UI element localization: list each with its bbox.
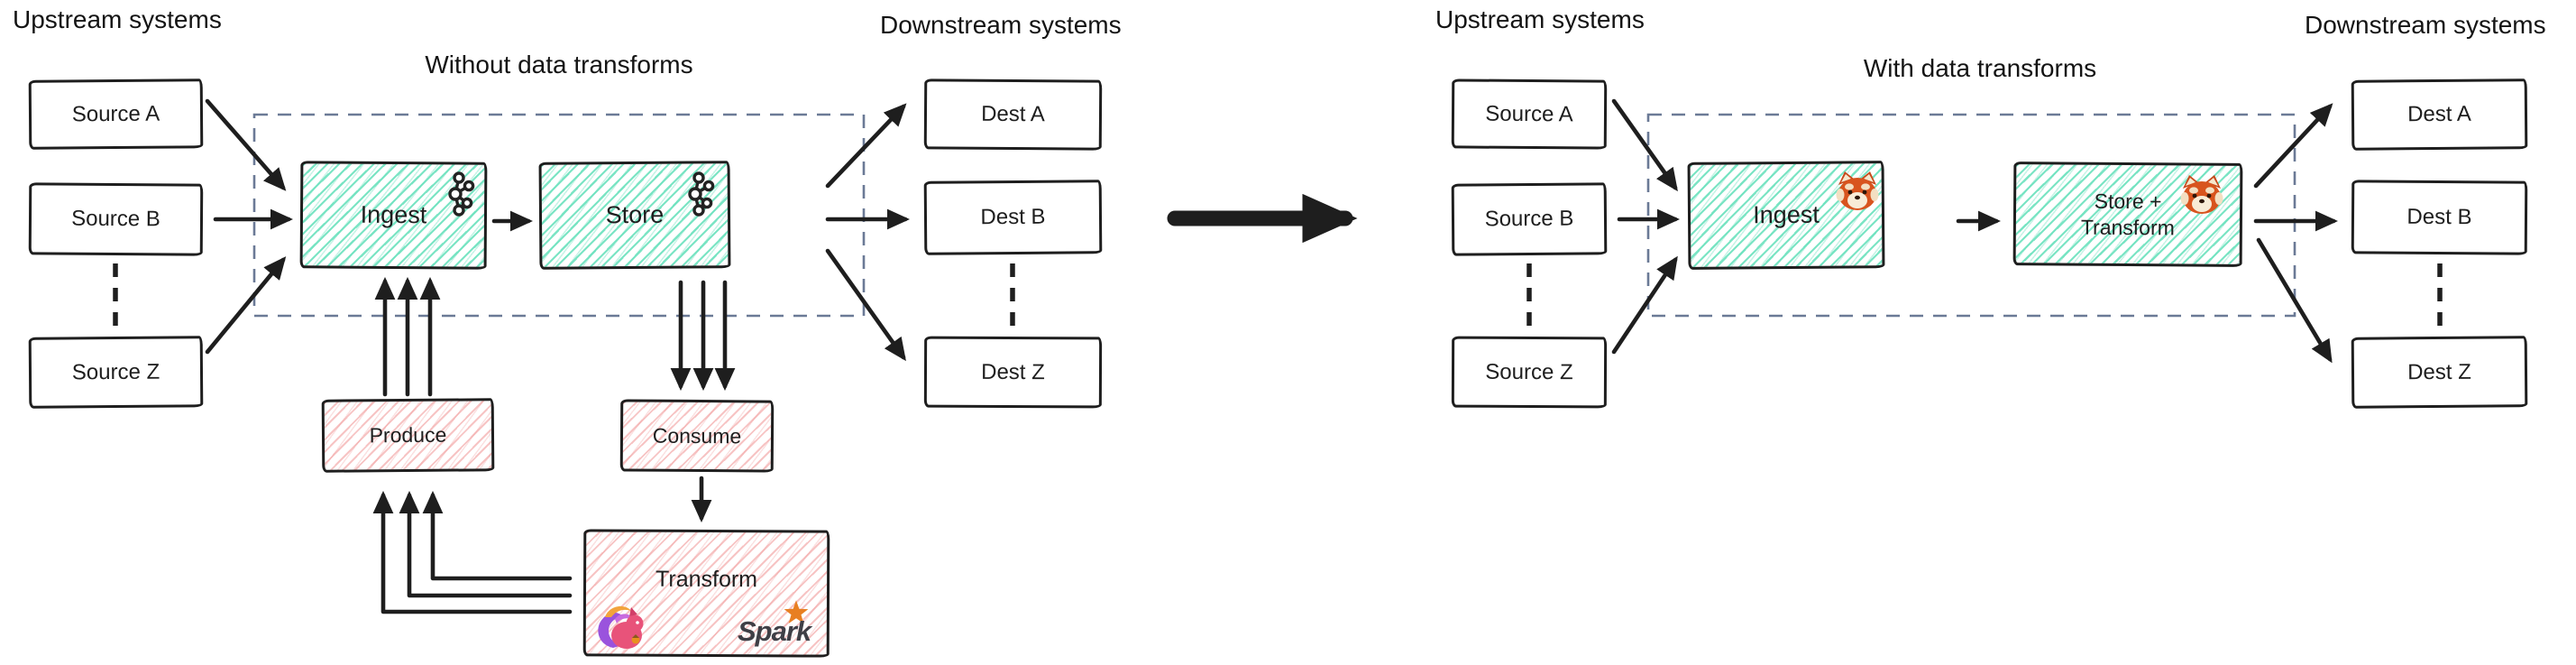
dest-z-box: Dest Z (923, 336, 1103, 409)
ingest-label: Ingest (360, 200, 427, 229)
store-label: Store (605, 200, 665, 229)
dest-z-box: Dest Z (2351, 336, 2528, 409)
source-b-label: Source B (1484, 206, 1574, 232)
store-transform-label-line2: Transform (2080, 215, 2175, 239)
arrow-source-z-to-ingest (205, 256, 287, 355)
dest-a-box: Dest A (923, 79, 1103, 151)
store-box: Store (538, 161, 731, 270)
ellipsis-separators (113, 263, 2443, 328)
right-upstream-label: Upstream systems (1435, 5, 1645, 33)
dest-z-label: Dest Z (981, 359, 1045, 384)
dest-b-label: Dest B (980, 204, 1046, 230)
arrow-source-z-to-ingest (1611, 255, 1678, 355)
transform-label: Transform (655, 566, 758, 593)
dest-a-box: Dest A (2351, 79, 2528, 151)
left-panel-title: Without data transforms (425, 51, 693, 79)
store-transform-box: Store + Transform (2012, 162, 2243, 267)
consume-box: Consume (619, 399, 775, 473)
dest-b-box: Dest B (2351, 180, 2528, 255)
arrow-store-transform-to-dest-z (2256, 237, 2333, 364)
produce-box: Produce (321, 398, 495, 473)
dest-a-label: Dest A (981, 101, 1045, 127)
dest-z-label: Dest Z (2407, 359, 2471, 384)
source-b-box: Source B (28, 182, 204, 256)
source-z-label: Source Z (71, 359, 160, 384)
ingest-box: Ingest (1687, 161, 1885, 270)
arrow-source-a-to-ingest (205, 98, 287, 191)
source-a-box: Source A (28, 79, 204, 150)
arrow-store-transform-to-dest-a (2253, 103, 2333, 189)
source-a-label: Source A (1485, 101, 1573, 126)
dest-a-label: Dest A (2407, 101, 2471, 127)
dest-b-label: Dest B (2406, 204, 2472, 230)
arrow-transform-to-produce-1 (422, 490, 573, 581)
arrow-source-a-to-ingest (1611, 98, 1678, 192)
source-b-label: Source B (71, 206, 160, 232)
right-downstream-label: Downstream systems (2305, 11, 2546, 39)
consume-label: Consume (652, 423, 742, 448)
source-a-box: Source A (1451, 79, 1608, 150)
ingest-label: Ingest (1753, 200, 1820, 229)
transform-box: Transform (582, 529, 830, 658)
store-transform-label-line1: Store + (2094, 189, 2162, 214)
source-z-box: Source Z (1451, 336, 1608, 409)
arrow-transform-to-produce-2 (399, 490, 573, 598)
arrow-store-to-dest-z (825, 248, 906, 362)
left-downstream-label: Downstream systems (880, 11, 1122, 39)
source-z-label: Source Z (1485, 359, 1573, 384)
arrow-transform-to-produce-3 (372, 490, 573, 614)
right-panel-title: With data transforms (1863, 54, 2097, 82)
arrow-store-to-dest-a (825, 103, 907, 189)
ingest-box: Ingest (299, 161, 488, 270)
source-b-box: Source B (1451, 182, 1608, 256)
left-upstream-label: Upstream systems (13, 5, 222, 33)
dest-b-box: Dest B (923, 180, 1103, 255)
produce-label: Produce (369, 422, 447, 448)
source-a-label: Source A (71, 101, 160, 126)
source-z-box: Source Z (28, 336, 204, 409)
